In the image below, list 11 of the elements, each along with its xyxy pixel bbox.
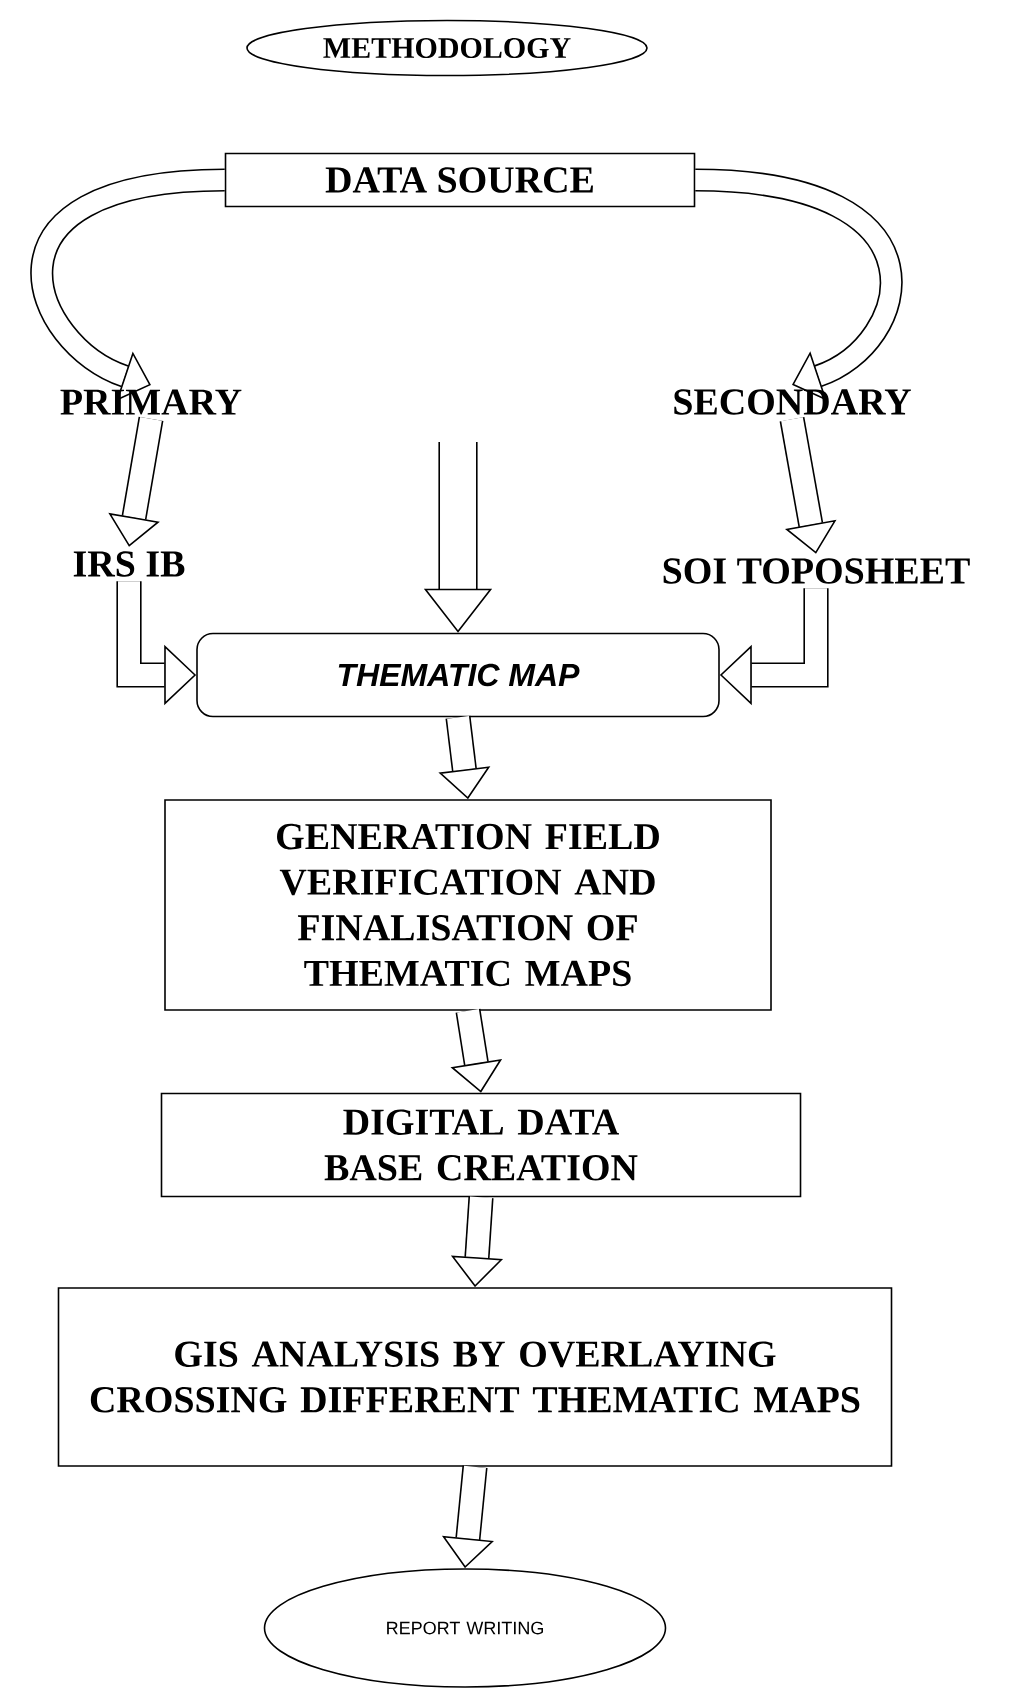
process-box: DATA SOURCE [224, 152, 696, 208]
node-label: PRIMARY [60, 389, 242, 415]
node-label: SECONDARY [674, 389, 911, 415]
process-box: GIS ANALYSIS BY OVERLAYING CROSSING DIFFERENT THEMATIC MAPS [57, 1287, 893, 1467]
node-label: SOI TOPOSHEET [663, 558, 970, 584]
curved-arrow [694, 168, 903, 401]
rounded-box: THEMATIC MAP [196, 632, 720, 718]
block-arrow [779, 416, 837, 554]
process-box: GENERATION FIELD VERIFICATION AND FINALISATION OF THEMATIC MAPS [164, 799, 772, 1011]
process-box: DIGITAL DATA BASE CREATION [160, 1092, 802, 1198]
node-label: IRS IB [73, 551, 185, 577]
